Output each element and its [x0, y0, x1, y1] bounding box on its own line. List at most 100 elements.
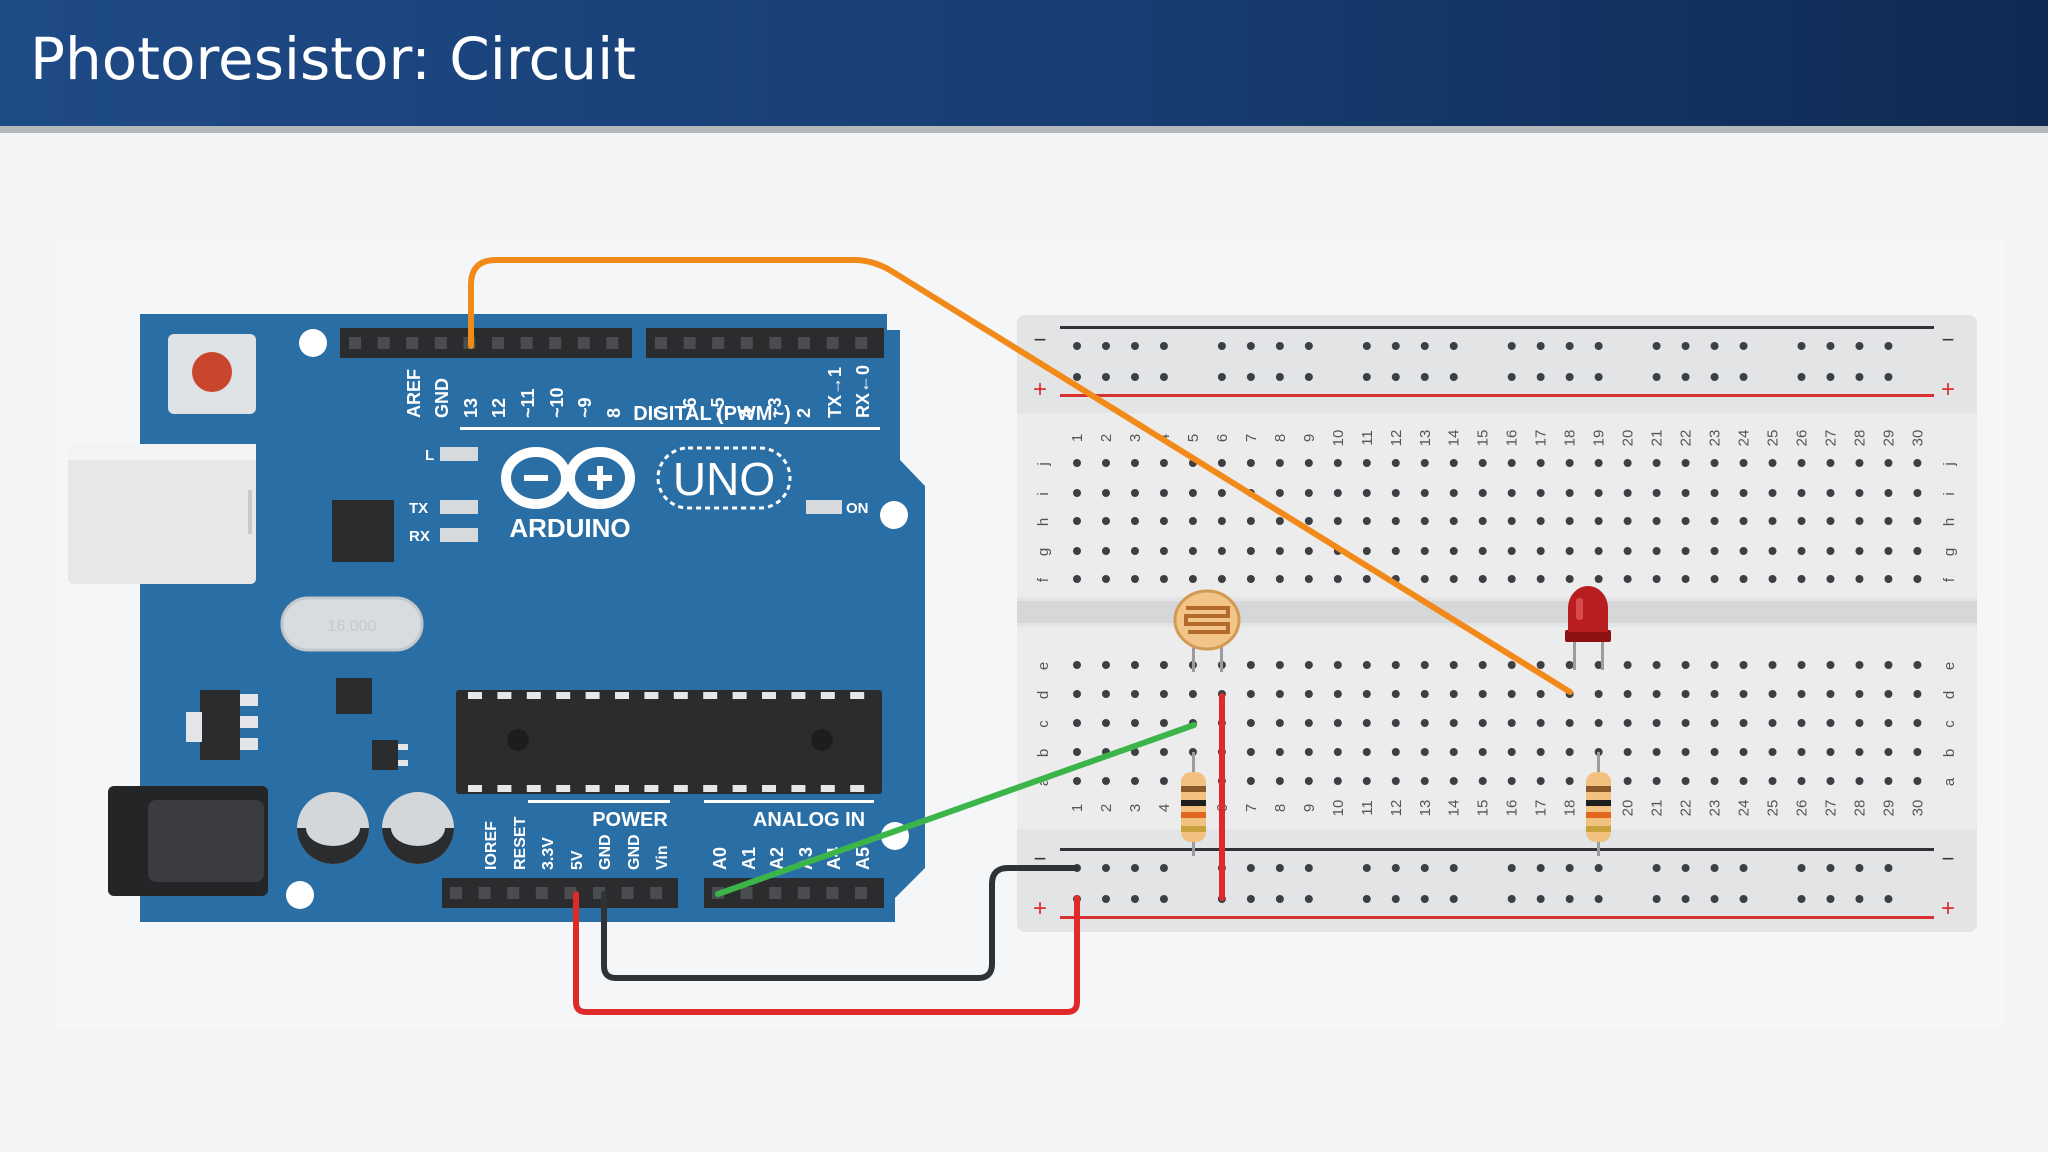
terminal-hole	[1101, 690, 1110, 698]
terminal-hole	[1710, 575, 1719, 583]
digital-label: DIGITAL (PWM~)	[633, 403, 791, 425]
terminal-hole	[1420, 547, 1429, 555]
terminal-hole	[1073, 661, 1081, 669]
terminal-hole	[1333, 459, 1342, 467]
header-hole	[855, 337, 868, 349]
rail-hole	[1652, 373, 1661, 381]
terminal-hole	[1159, 575, 1168, 583]
terminal-hole	[1449, 661, 1458, 669]
column-number: 8	[1272, 804, 1289, 812]
terminal-hole	[1913, 719, 1922, 727]
terminal-hole	[1710, 489, 1719, 497]
header-hole	[549, 337, 562, 349]
chip-pin	[762, 692, 776, 699]
rx-led	[440, 528, 478, 542]
reset-button[interactable]	[192, 352, 232, 392]
chip-pin	[556, 692, 571, 699]
rail-hole	[1391, 373, 1400, 381]
terminal-hole	[1073, 459, 1081, 467]
terminal-hole	[1768, 575, 1777, 583]
terminal-hole	[1739, 777, 1748, 785]
breadboard-bottom-terminal	[1017, 627, 1977, 829]
row-letter: b	[1035, 749, 1052, 757]
power-pin-label: 5V	[569, 850, 586, 870]
power-pin-label: RESET	[512, 816, 529, 870]
terminal-hole	[1623, 517, 1632, 525]
terminal-hole	[1739, 575, 1748, 583]
rail-hole	[1652, 864, 1661, 872]
rail-hole	[1739, 895, 1748, 903]
rail-hole	[1826, 864, 1835, 872]
header-hole	[406, 337, 419, 349]
capacitor-1-stripe	[297, 828, 369, 864]
terminal-hole	[1681, 748, 1690, 756]
row-letter: a	[1035, 777, 1052, 786]
column-number: 1	[1069, 434, 1086, 442]
terminal-hole	[1391, 748, 1400, 756]
terminal-hole	[1797, 489, 1806, 497]
terminal-hole	[1623, 489, 1632, 497]
rail-hole	[1855, 864, 1864, 872]
row-letter: i	[1941, 492, 1958, 495]
column-number: 5	[1185, 434, 1202, 442]
analog-pin-label: A2	[767, 847, 787, 870]
terminal-hole	[1478, 777, 1487, 785]
digital-pin-label: ~5	[708, 397, 728, 418]
rail-hole	[1884, 342, 1893, 350]
column-number: 20	[1620, 430, 1637, 447]
terminal-hole	[1333, 661, 1342, 669]
terminal-hole	[1681, 661, 1690, 669]
terminal-hole	[1681, 489, 1690, 497]
header-hole	[492, 337, 504, 349]
header-hole	[683, 337, 696, 349]
on-led-label: ON	[846, 500, 869, 517]
rail-hole	[1826, 895, 1835, 903]
column-number: 11	[1359, 800, 1376, 816]
chip-pin	[850, 692, 865, 699]
terminal-hole	[1362, 690, 1371, 698]
rail-hole	[1130, 342, 1139, 350]
column-number: 20	[1620, 800, 1637, 817]
terminal-hole	[1913, 459, 1922, 467]
chip-pin	[497, 785, 512, 792]
terminal-hole	[1884, 719, 1893, 727]
rail-hole	[1101, 864, 1110, 872]
row-letter: g	[1035, 548, 1052, 556]
column-number: 30	[1909, 430, 1926, 447]
terminal-hole	[1507, 748, 1516, 756]
terminal-hole	[1710, 690, 1719, 698]
terminal-hole	[1884, 661, 1893, 669]
digital-header-holes	[349, 337, 868, 349]
digital-pin-label: TX→1	[825, 367, 845, 418]
digital-header-2	[646, 328, 884, 358]
bottom-header-holes	[450, 887, 867, 899]
digital-pin-label: ~6	[680, 397, 700, 418]
terminal-hole	[1449, 489, 1458, 497]
rail-hole	[1681, 895, 1690, 903]
column-number: 26	[1794, 800, 1811, 817]
power-label-line	[528, 800, 670, 803]
transistor	[372, 740, 398, 770]
terminal-hole	[1536, 719, 1545, 727]
terminal-hole	[1594, 719, 1603, 727]
rail-hole	[1159, 895, 1168, 903]
column-number: 7	[1243, 434, 1260, 442]
terminal-hole	[1391, 661, 1400, 669]
power-pin-label: GND	[626, 834, 643, 870]
terminal-hole	[1449, 547, 1458, 555]
terminal-hole	[1391, 489, 1400, 497]
digital-pin-label: 8	[604, 408, 624, 418]
rail-hole	[1362, 342, 1371, 350]
chip-pin	[497, 692, 512, 699]
row-letter: i	[1035, 492, 1052, 495]
terminal-hole	[1623, 459, 1632, 467]
terminal-hole	[1855, 661, 1864, 669]
terminal-hole	[1652, 547, 1661, 555]
rail-hole	[1884, 895, 1893, 903]
terminal-hole	[1739, 661, 1748, 669]
terminal-hole	[1913, 489, 1922, 497]
terminal-hole	[1304, 690, 1313, 698]
header-hole	[855, 887, 867, 899]
terminal-hole	[1797, 575, 1806, 583]
